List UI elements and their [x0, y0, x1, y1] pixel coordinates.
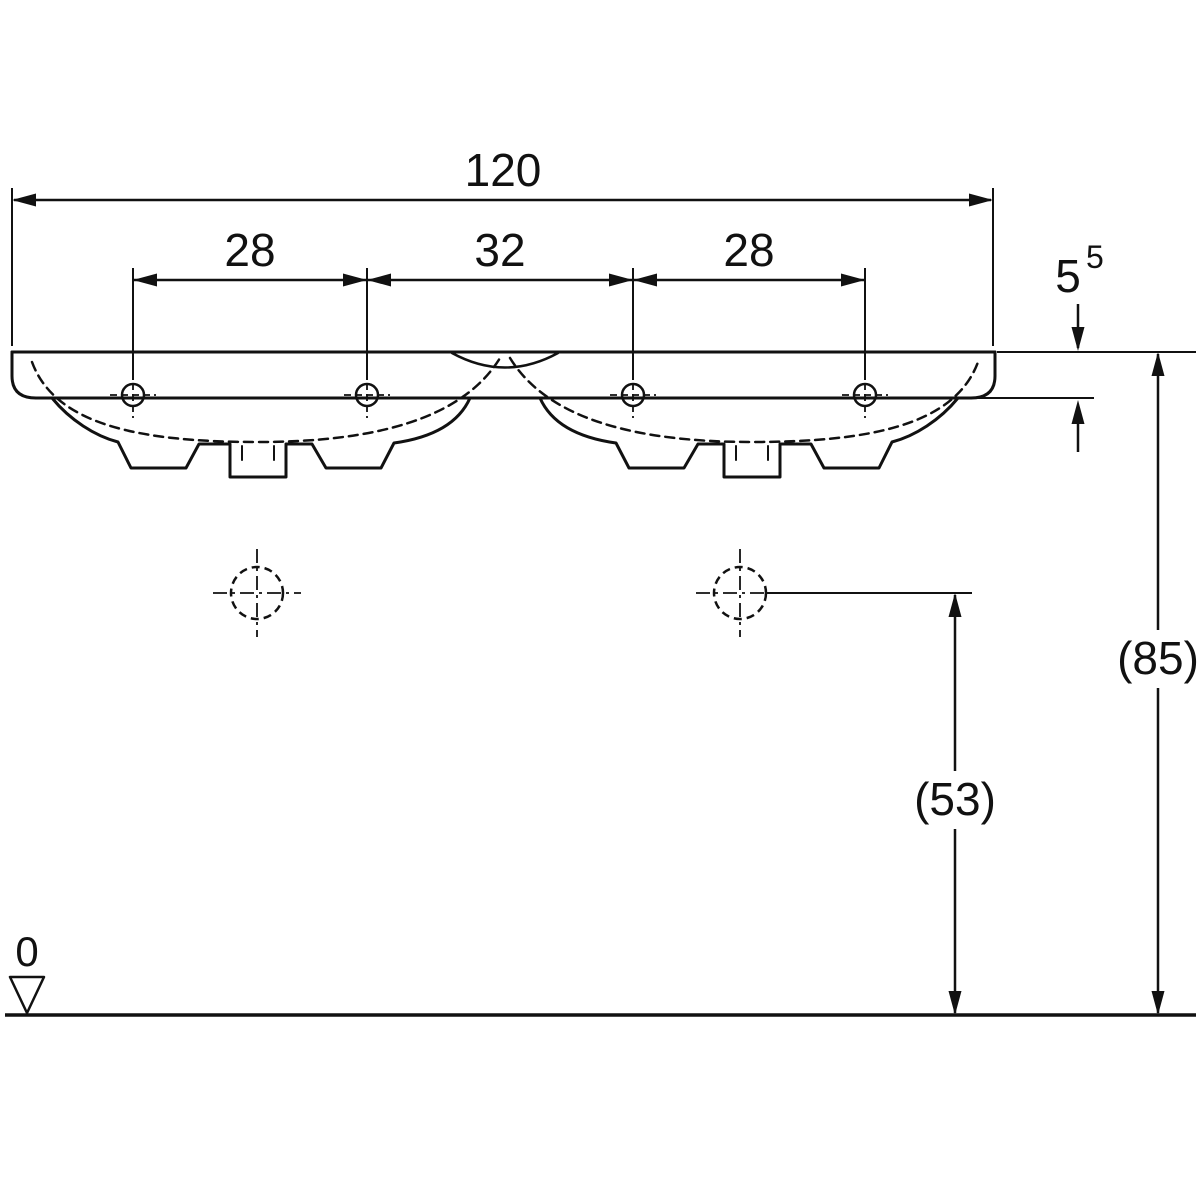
dimension-label-drain-height: (53): [914, 773, 996, 825]
dimension-tap-spacings: 28 32 28: [132, 224, 866, 380]
dimension-label-apron-height: 5: [1055, 250, 1081, 302]
arrowhead-down: [1151, 991, 1165, 1015]
arrowhead: [841, 273, 865, 287]
drain-symbol-left: [213, 549, 301, 637]
arrowhead: [343, 273, 367, 287]
tap-hole: [344, 372, 390, 418]
datum-triangle-icon: [8, 975, 46, 1015]
dimension-label-apron-height-superscript: 5: [1086, 239, 1104, 275]
arrowhead: [633, 273, 657, 287]
tap-hole: [842, 372, 888, 418]
tap-hole: [610, 372, 656, 418]
tap-hole-circle: [120, 382, 146, 408]
drain-symbols: [213, 549, 784, 637]
arrowhead-up: [1151, 352, 1165, 376]
bowl-hidden-edge-right: [508, 356, 980, 444]
datum-zero-label: 0: [15, 928, 38, 975]
arrowhead-left: [12, 193, 36, 207]
basin-left-corner: [10, 350, 38, 400]
dimension-apron-height: 5 5: [955, 239, 1104, 452]
drain-circle: [229, 565, 285, 621]
dimension-overall-width: 120: [11, 144, 994, 346]
label-mask: [1100, 630, 1200, 688]
basin-right-corner: [969, 350, 997, 400]
dimension-drain-height: (53): [766, 592, 1013, 1015]
tap-hole-circle: [620, 382, 646, 408]
arrowhead: [367, 273, 391, 287]
basin-center-scoop: [450, 351, 560, 369]
dimension-label-tap-spacing-right: 28: [723, 224, 774, 276]
arrowhead-up: [1071, 400, 1085, 424]
basin-underside-left: [50, 396, 472, 479]
tap-hole-circle: [852, 382, 878, 408]
arrowhead-right: [969, 193, 993, 207]
tap-holes: [110, 372, 888, 418]
basin-underside-right: [538, 396, 960, 479]
washbasin-outline: [10, 350, 997, 479]
arrowhead-up: [948, 593, 962, 617]
dimension-label-overall-height: (85): [1117, 632, 1199, 684]
floor-datum: 0: [5, 928, 1196, 1017]
bowl-hidden-edge-left: [30, 356, 502, 444]
dimension-overall-height: (85): [997, 351, 1200, 1015]
dimension-label-tap-spacing-left: 28: [224, 224, 275, 276]
arrowhead: [609, 273, 633, 287]
dimension-label-overall-width: 120: [465, 144, 542, 196]
dimension-label-tap-spacing-middle: 32: [474, 224, 525, 276]
tap-hole: [110, 372, 156, 418]
tap-hole-circle: [354, 382, 380, 408]
label-mask: [897, 771, 1013, 829]
arrowhead: [133, 273, 157, 287]
arrowhead-down: [1071, 327, 1085, 351]
arrowhead-down: [948, 991, 962, 1015]
